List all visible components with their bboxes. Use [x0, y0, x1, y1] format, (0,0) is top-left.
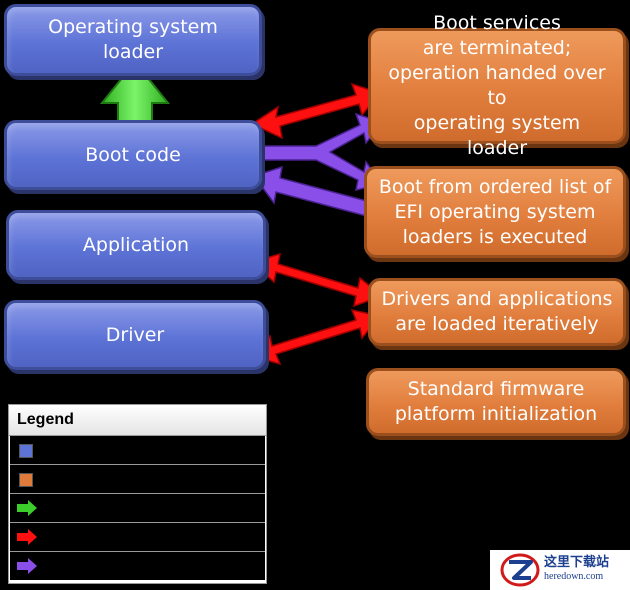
purple-arrow-icon: [17, 558, 37, 574]
red-arrow-application: [250, 252, 384, 308]
watermark-text: 这里下载站 heredown.com: [544, 556, 609, 584]
legend-row-orange: [10, 465, 265, 494]
legend-row-red: [10, 523, 265, 552]
driver-label: Driver: [105, 323, 165, 346]
legend-row-purple: [10, 552, 265, 580]
legend-title: Legend: [9, 405, 266, 436]
watermark-logo-icon: [500, 553, 540, 587]
boot-from-list-box: Boot from ordered list of EFI operating …: [364, 166, 626, 258]
application-box: Application: [6, 210, 266, 280]
blue-square-icon: [19, 444, 33, 458]
orange-square-icon: [19, 473, 33, 487]
application-label: Application: [82, 233, 190, 256]
watermark: 这里下载站 heredown.com: [490, 550, 630, 590]
drivers-apps-box: Drivers and applications are loaded iter…: [368, 278, 626, 346]
drivers-apps-label: Drivers and applications are loaded iter…: [381, 288, 613, 335]
watermark-url: heredown.com: [544, 571, 604, 582]
boot-services-label: Boot services are terminated; operation …: [388, 12, 606, 159]
standard-firmware-box: Standard firmware platform initializatio…: [366, 368, 626, 436]
watermark-name: 这里下载站: [544, 555, 610, 570]
boot-code-box: Boot code: [4, 120, 262, 190]
os-loader-box: Operating system loader: [4, 4, 262, 76]
red-arrow-driver: [250, 308, 382, 366]
legend: Legend: [8, 404, 267, 584]
legend-row-green: [10, 494, 265, 523]
legend-row-blue: [10, 436, 265, 465]
red-arrow-icon: [17, 529, 37, 545]
boot-code-label: Boot code: [85, 143, 181, 166]
standard-firmware-label: Standard firmware platform initializatio…: [394, 378, 598, 425]
driver-box: Driver: [4, 300, 266, 370]
boot-services-box: Boot services are terminated; operation …: [368, 12, 626, 159]
boot-from-list-label: Boot from ordered list of EFI operating …: [378, 175, 612, 248]
purple-split-arrow: [257, 112, 384, 191]
green-arrow-icon: [17, 500, 37, 516]
os-loader-label: Operating system loader: [48, 16, 218, 63]
